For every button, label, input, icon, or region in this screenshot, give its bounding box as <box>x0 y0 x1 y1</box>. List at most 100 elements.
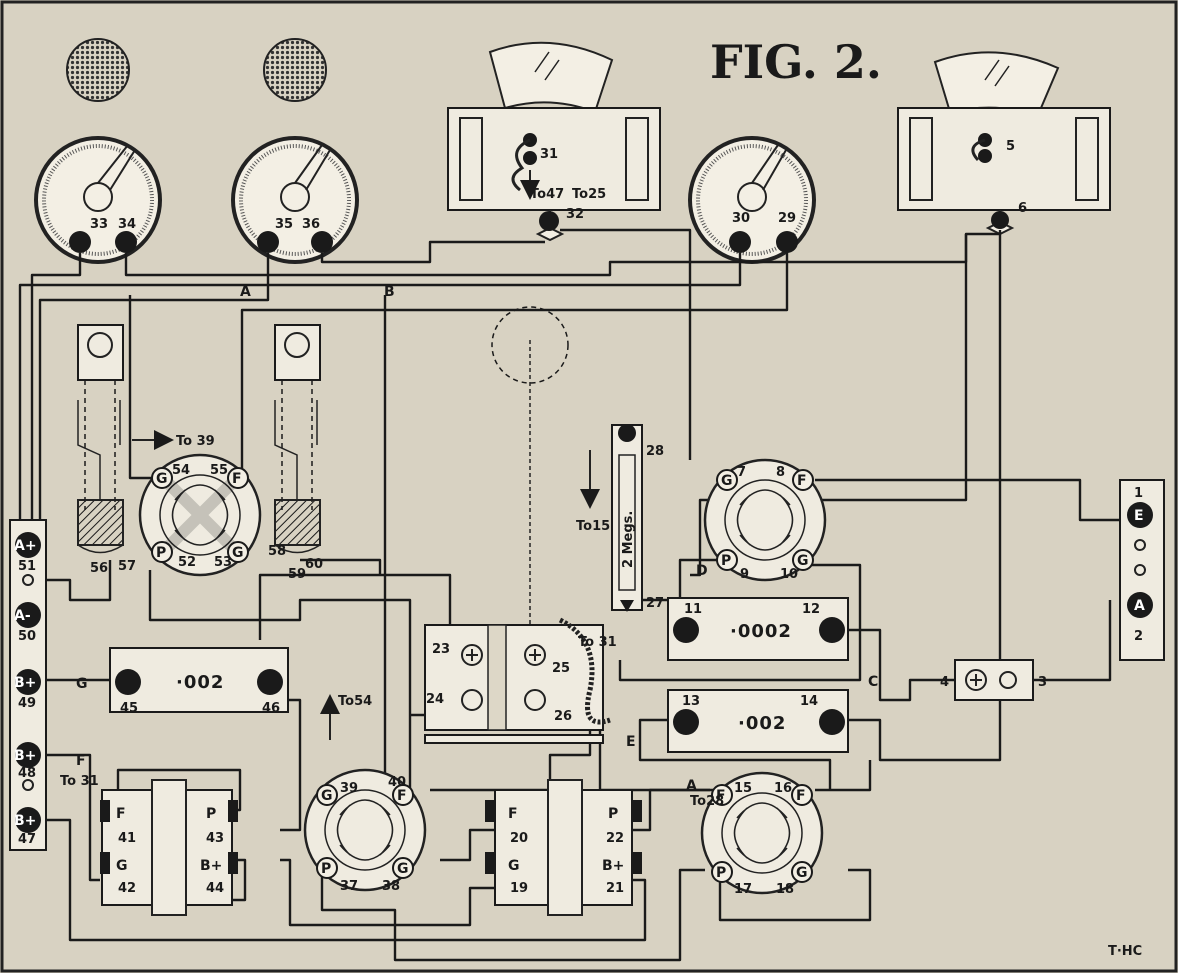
terminal-22: 22 <box>606 831 624 846</box>
wire-label-c: C <box>868 674 878 690</box>
tube-2-assembly <box>274 324 321 554</box>
arrow-to15: To15 <box>576 519 610 534</box>
socket-4-g: G <box>796 865 808 881</box>
jack-1 <box>447 41 661 242</box>
wire-label-a2: A <box>686 778 697 794</box>
socket-4 <box>700 771 824 895</box>
terminal-26: 26 <box>554 709 572 724</box>
wire-label-b: B <box>384 284 395 300</box>
terminal-12: 12 <box>802 602 820 617</box>
terminal-23: 23 <box>432 642 450 657</box>
terminal-3: 3 <box>1038 675 1047 690</box>
arrow-to28: To28 <box>690 794 724 809</box>
battery-terminal-strip <box>9 519 47 851</box>
wire-label-g: G <box>76 676 88 692</box>
battery-b-plus-2: B+ <box>14 748 36 764</box>
wire-label-e: E <box>626 734 636 750</box>
terminal-36: 36 <box>302 217 320 232</box>
terminal-1: 1 <box>1134 486 1143 501</box>
label-to25: To25 <box>572 187 606 202</box>
terminal-6: 6 <box>1018 201 1027 216</box>
speaker-grille-left <box>66 38 130 102</box>
terminal-18: 18 <box>776 882 794 897</box>
transformer-2-p: P <box>608 806 618 822</box>
meter-2 <box>231 136 359 264</box>
transformer-1-bplus: B+ <box>200 858 222 874</box>
terminal-37: 37 <box>340 879 358 894</box>
terminal-4: 4 <box>940 675 949 690</box>
label-to47: To47 <box>530 187 564 202</box>
battery-b-plus-3: B+ <box>14 813 36 829</box>
socket-4-f: F <box>716 788 726 804</box>
socket-3-g: G <box>321 788 333 804</box>
terminal-53: 53 <box>214 555 232 570</box>
terminal-46: 46 <box>262 701 280 716</box>
rheostat-59: 59 <box>288 567 306 582</box>
transformer-2 <box>485 779 642 916</box>
capacitor-11-12-value: ·0002 <box>730 621 792 642</box>
rheostat-58: 58 <box>268 544 286 559</box>
wire-label-a: A <box>240 284 251 300</box>
terminal-16: 16 <box>774 781 792 796</box>
transformer-1-p: P <box>206 806 216 822</box>
transformer-1-f: F <box>116 806 126 822</box>
terminal-28: 28 <box>646 444 664 459</box>
arrow-to31-condenser: To 31 <box>578 635 617 650</box>
terminal-51: 51 <box>18 559 36 574</box>
wire-label-d: D <box>696 563 708 579</box>
terminal-48: 48 <box>18 766 36 781</box>
terminal-14: 14 <box>800 694 818 709</box>
terminal-29: 29 <box>778 211 796 226</box>
terminal-9: 9 <box>740 567 749 582</box>
terminal-47: 47 <box>18 832 36 847</box>
terminal-20: 20 <box>510 831 528 846</box>
terminal-33: 33 <box>90 217 108 232</box>
variable-condenser <box>424 306 611 744</box>
terminal-40: 40 <box>388 775 406 790</box>
terminal-55: 55 <box>210 463 228 478</box>
socket-2-p: P <box>721 553 731 569</box>
terminal-11: 11 <box>684 602 702 617</box>
terminal-24: 24 <box>426 692 444 707</box>
terminal-31: 31 <box>540 147 558 162</box>
terminal-32: 32 <box>566 207 584 222</box>
transformer-2-f: F <box>508 806 518 822</box>
socket-1-g2: G <box>232 545 244 561</box>
terminal-42: 42 <box>118 881 136 896</box>
terminal-50: 50 <box>18 629 36 644</box>
terminal-43: 43 <box>206 831 224 846</box>
antenna-a: A <box>1134 598 1145 614</box>
terminal-7: 7 <box>737 465 746 480</box>
capacitor-45-46-value: ·002 <box>176 672 224 693</box>
terminal-19: 19 <box>510 881 528 896</box>
terminal-39: 39 <box>340 781 358 796</box>
terminal-34: 34 <box>118 217 136 232</box>
terminal-45: 45 <box>120 701 138 716</box>
meter-1 <box>34 136 162 264</box>
capacitor-13-14 <box>667 689 849 753</box>
terminal-17: 17 <box>734 882 752 897</box>
socket-1-g: G <box>156 471 168 487</box>
socket-3-f: F <box>397 788 407 804</box>
terminal-41: 41 <box>118 831 136 846</box>
capacitor-11-12 <box>667 597 849 661</box>
rheostat-60: 60 <box>305 557 323 572</box>
terminal-49: 49 <box>18 696 36 711</box>
terminal-13: 13 <box>682 694 700 709</box>
socket-1 <box>138 453 262 577</box>
socket-4-p: P <box>716 865 726 881</box>
terminal-5: 5 <box>1006 139 1015 154</box>
capacitor-13-14-value: ·002 <box>738 713 786 734</box>
capacitor-45-46 <box>109 647 289 713</box>
switch <box>954 659 1034 701</box>
socket-2 <box>703 458 827 582</box>
transformer-1-g: G <box>116 858 128 874</box>
socket-2-g: G <box>721 473 733 489</box>
antenna-e: E <box>1134 508 1144 524</box>
speaker-grille-right <box>263 38 327 102</box>
terminal-52: 52 <box>178 555 196 570</box>
terminal-35: 35 <box>275 217 293 232</box>
terminal-2: 2 <box>1134 629 1143 644</box>
jack-2 <box>897 51 1111 236</box>
